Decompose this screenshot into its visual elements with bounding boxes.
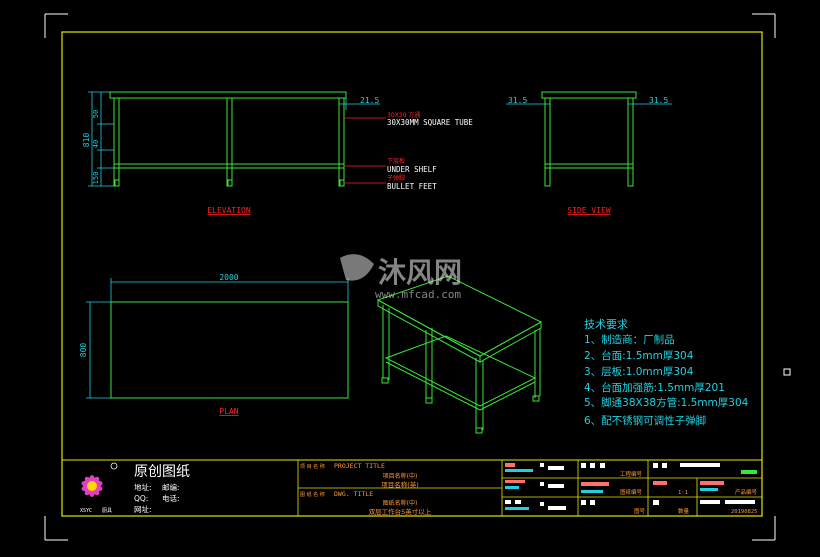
plan-outline xyxy=(110,301,349,399)
plan-dimensions xyxy=(86,278,349,399)
project-name-label: 项目名称(中) xyxy=(383,472,418,480)
tech-note-item: 4、台面加强筋:1.5mm厚201 xyxy=(584,381,725,394)
tech-notes: 技术要求 1、制造商：厂制品 2、台面:1.5mm厚304 3、层板:1.0mm… xyxy=(584,318,749,427)
drawing-frame xyxy=(61,31,763,517)
plan-dim-width: 2000 xyxy=(219,273,238,282)
watermark-cn: 沐风网 xyxy=(378,257,462,288)
dim-150: 150 xyxy=(92,172,100,185)
feet-label-cn: 子弹脚 xyxy=(387,174,405,182)
elevation-dimensions xyxy=(88,91,380,187)
plan-dim-depth: 800 xyxy=(79,343,88,358)
registered-icon xyxy=(110,462,118,470)
dwg-name-label: 图纸名称(中) xyxy=(383,499,418,507)
shelf-label: UNDER SHELF xyxy=(387,165,437,174)
quantity-label: 数量 xyxy=(678,507,690,515)
project-no-label: 工程编号 xyxy=(620,470,643,478)
watermark-logo-icon xyxy=(340,254,374,281)
side-view xyxy=(541,91,637,187)
project-title-cn: 项 目 名 称 xyxy=(300,463,325,470)
plan-title: PLAN xyxy=(219,407,238,416)
side-dim-right: 31.5 xyxy=(649,96,668,105)
watermark: 沐风网 www.mfcad.com xyxy=(340,254,462,301)
postcode-label: 邮编: xyxy=(162,482,180,492)
side-view-title: SIDE VIEW xyxy=(567,206,611,215)
watermark-url: www.mfcad.com xyxy=(375,288,461,301)
website-label: 网址: xyxy=(134,504,152,514)
feet-label: BULLET FEET xyxy=(387,182,437,191)
elevation-view xyxy=(109,91,347,187)
tech-note-item: 6、配不锈钢可调性子弹脚 xyxy=(584,414,706,427)
address-label: 地址: xyxy=(134,482,152,492)
original-drawing-title: 原创图纸 xyxy=(134,464,190,480)
side-dim-left: 31.5 xyxy=(508,96,527,105)
title-block-grid xyxy=(297,460,762,516)
project-title: PROJECT TITLE xyxy=(334,462,385,470)
qq-label: QQ: xyxy=(134,494,148,503)
dim-40: 40 xyxy=(92,140,100,148)
tech-note-item: 5、脚通38X38方管:1.5mm厚304 xyxy=(584,396,749,409)
logo-text: XSYC xyxy=(80,508,92,514)
dim-21-5: 21.5 xyxy=(360,96,379,105)
dim-50: 50 xyxy=(92,110,100,118)
sheet-no-label: 图号 xyxy=(634,507,646,515)
scale-value: 1:1 xyxy=(678,490,688,496)
tube-label: 30X30MM SQUARE TUBE xyxy=(387,118,473,127)
dwg-title-cn: 图 纸 名 称 xyxy=(300,491,325,498)
project-name-value: 项目名称(英) xyxy=(381,480,419,489)
elevation-title: ELEVATION xyxy=(207,206,251,215)
tube-label-cn: 30X30 方通 xyxy=(387,111,420,119)
shelf-label-cn: 下层板 xyxy=(387,157,405,165)
drawing-no-label: 图纸编号 xyxy=(620,488,643,496)
flower-logo-icon xyxy=(81,475,103,497)
tech-note-item: 3、层板:1.0mm厚304 xyxy=(584,365,694,378)
dwg-title: DWG. TITLE xyxy=(334,490,373,498)
tech-note-item: 1、制造商：厂制品 xyxy=(584,333,675,346)
isometric-table xyxy=(376,275,543,434)
phone-label: 电话: xyxy=(162,493,180,503)
cursor-square xyxy=(783,368,791,376)
tech-notes-heading: 技术要求 xyxy=(584,318,628,331)
crop-marks xyxy=(44,13,776,541)
product-no-label: 产品编号 xyxy=(735,488,758,496)
tech-note-item: 2、台面:1.5mm厚304 xyxy=(584,349,694,362)
title-block-markers xyxy=(505,463,757,510)
logo-sub: 厨具 xyxy=(102,508,112,514)
date-value: 20190825 xyxy=(731,509,758,515)
dim-810: 810 xyxy=(82,133,91,148)
dwg-name-value: 双层工作台5英寸以上 xyxy=(369,507,432,516)
